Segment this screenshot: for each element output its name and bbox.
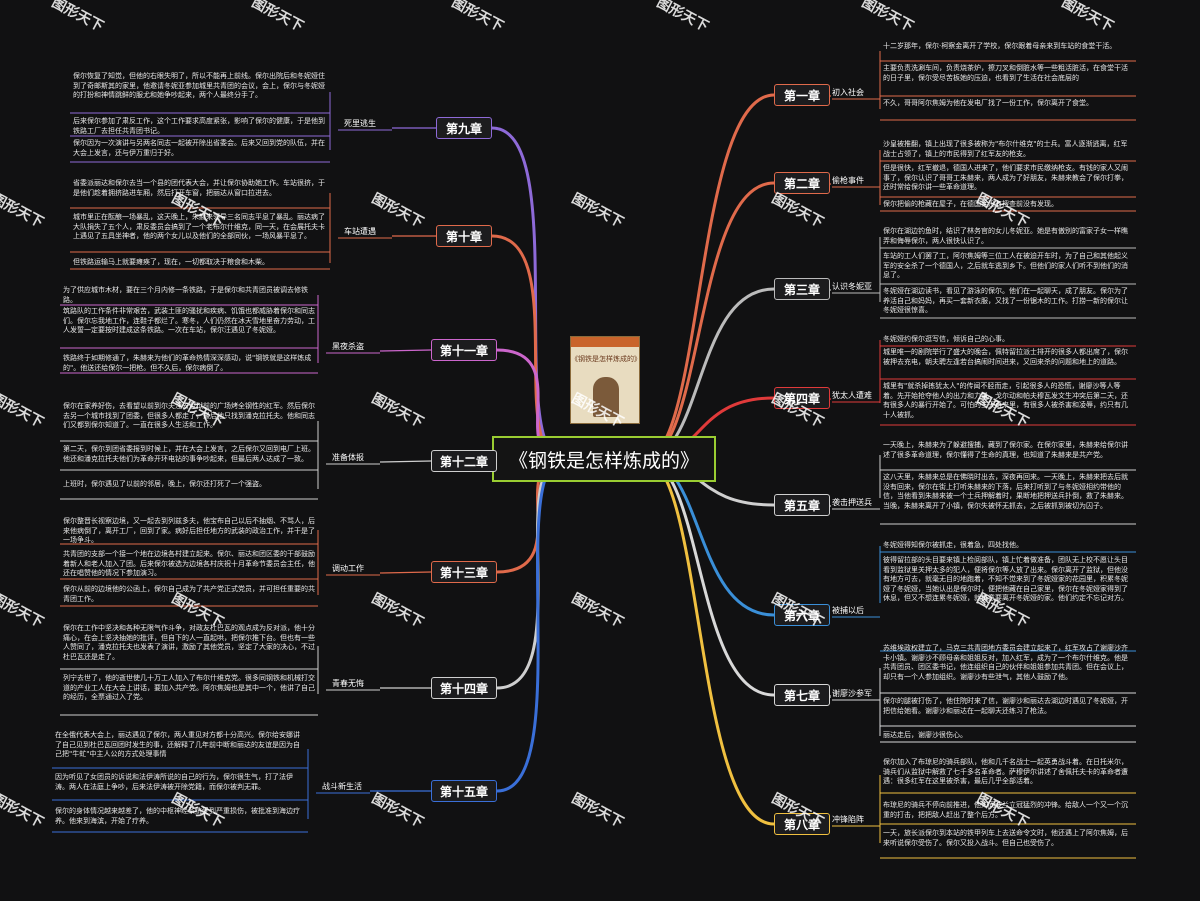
chapter-node[interactable]: 第五章 (774, 494, 830, 516)
chapter-topic[interactable]: 准备体报 (332, 453, 364, 462)
leaf-note[interactable]: 保尔加入了布琼尼的骑兵部队，他和几千名战士一起英勇战斗着。在日托米尔，骑兵们从监… (883, 758, 1128, 785)
chapter-node[interactable]: 第三章 (774, 278, 830, 300)
chapter-node[interactable]: 第八章 (774, 813, 830, 835)
chapter-topic[interactable]: 车站遭遇 (344, 227, 376, 236)
leaf-note[interactable]: 城市里正在酝酿一场暴乱，这天晚上，朱赫来领导三名同志平息了暴乱。丽达病了大队捐失… (73, 213, 325, 240)
cover-band (571, 337, 639, 347)
chapter-node[interactable]: 第二章 (774, 172, 830, 194)
chapter-node[interactable]: 第一章 (774, 84, 830, 106)
leaf-note[interactable]: 保尔从前的边境他的公函上，保尔自己成为了共产党正式党员，并可担任重要的共青团工作… (63, 585, 315, 603)
leaf-note[interactable]: 但是很快，红军撤退，德国人进来了，他们要求市民缴纳枪支。有钱的家人又闹事了，保尔… (883, 164, 1128, 191)
branch-line-c1 (642, 93, 776, 461)
chapter-topic[interactable]: 偷枪事件 (832, 176, 864, 185)
leaf-note[interactable]: 主要负责洗涮车间，负责烧茶炉，擦刀叉和倒脏水等一些粗活脏活，在食堂干活的日子里，… (883, 64, 1128, 82)
cover-figure-icon (593, 377, 619, 417)
branch-line-c8 (642, 457, 776, 826)
leaf-note[interactable]: 彼得留拉部的头目要来镇上检阅部队，镇上忙着做准备，团队无上校不愿让头目看到监狱里… (883, 556, 1128, 602)
branch-line-c14 (495, 457, 566, 690)
branch-line-c10 (490, 234, 566, 461)
leaf-note[interactable]: 十二岁那年，保尔·柯察金离开了学校，保尔跟着母亲来到车站的食堂干活。 (883, 42, 1117, 50)
leaf-note[interactable]: 铁路终于如期修通了，朱赫来为他们的革命热情深深感动，说"钢铁就是这样炼成的"。他… (63, 354, 312, 372)
leaf-note[interactable]: 保尔在湖边钓鱼时，结识了林务官的女儿冬妮亚。她是有傲别的富家子女一样瞧弄和侮辱保… (883, 227, 1128, 245)
chapter-node[interactable]: 第十一章 (431, 339, 497, 361)
leaf-note[interactable]: 上班时，保尔遇见了以前的邻居，晚上，保尔还打死了一个强盗。 (63, 480, 266, 488)
chapter-node[interactable]: 第十五章 (431, 780, 497, 802)
chapter-topic[interactable]: 初入社会 (832, 88, 864, 97)
chapter-topic[interactable]: 战斗新生活 (322, 782, 362, 791)
chapter-node[interactable]: 第十三章 (431, 561, 497, 583)
leaf-note[interactable]: 保尔的身体情况越来越差了，他的中枢神经系统受到严重损伤，被批准到海边疗养。他来到… (55, 807, 300, 825)
leaf-note[interactable]: 这八天里，朱赫来总是在佛晓时出去，深夜再回来。一天晚上，朱赫来把去后就没有回来，… (883, 473, 1128, 510)
chapter-node[interactable]: 第十二章 (431, 450, 497, 472)
leaf-note[interactable]: 不久，哥哥阿尔焦姆为他在发电厂找了一份工作，保尔离开了食堂。 (883, 99, 1093, 107)
leaf-note[interactable]: 列宁去世了，他的逝世使几十万工人加入了布尔什维克党。很多同钢铁和机械打交道的产业… (63, 674, 315, 701)
chapter-topic[interactable]: 犹太人遭难 (832, 391, 872, 400)
leaf-note[interactable]: 保尔把偷的枪藏在屋子，在德国兵没有搜查前没有发现。 (883, 200, 1058, 208)
chapter-node[interactable]: 第六章 (774, 604, 830, 626)
leaf-note[interactable]: 保尔恢复了知觉，但他的右眼失明了，所以不能再上前线。保尔出院后和冬妮娅住到了奇邮… (73, 72, 325, 99)
chapter-node[interactable]: 第十章 (436, 225, 492, 247)
chapter-topic[interactable]: 调动工作 (332, 564, 364, 573)
chapter-node[interactable]: 第七章 (774, 684, 830, 706)
chapter-node[interactable]: 第四章 (774, 387, 830, 409)
chapter-topic[interactable]: 青春无悔 (332, 679, 364, 688)
branch-line-c15 (495, 457, 566, 793)
leaf-note[interactable]: 保尔整晋长视察边境，又一起去到列兹多夫，他宝布自己以后不抽烟、不骂人，后来他病倒… (63, 517, 315, 544)
chapter-topic[interactable]: 死里逃生 (344, 119, 376, 128)
leaf-note[interactable]: 沙皇被推翻，镇上出现了很多被称为"布尔什维克"的士兵。富人逐渐逃离，红军战士占领… (883, 140, 1128, 158)
chapter-topic[interactable]: 被捕以后 (832, 606, 864, 615)
chapter-topic[interactable]: 谢廖沙参军 (832, 689, 872, 698)
branch-line-c2 (642, 181, 776, 461)
leaf-note[interactable]: 筑路队的工作条件非常艰苦，武装土匪的骚扰和疾病、饥饿也都威胁着保尔和同志们。保尔… (63, 307, 315, 334)
leaf-note[interactable]: 为了供应城市木材，要在三个月内修一条铁路，于是保尔和共青团员被调去修铁路。 (63, 286, 308, 304)
leaf-note[interactable]: 冬妮娅在湖边读书，看见了游泳的保尔。他们在一起聊天，成了朋友。保尔为了养活自己和… (883, 287, 1128, 314)
leaf-note[interactable]: 省委派丽达和保尔去当一个县的团代表大会，并让保尔协助她工作。车站很挤，于是他们趁… (73, 179, 325, 197)
leaf-note[interactable]: 在全俄代表大会上，丽达遇见了保尔，两人重见对方都十分高兴。保尔给安娜讲了自己见到… (55, 731, 300, 758)
leaf-note[interactable]: 一天晚上，朱赫来为了躲避搜捕，藏到了保尔家。在保尔家里，朱赫来给保尔讲述了很多革… (883, 441, 1128, 459)
branch-line-c6 (642, 457, 776, 617)
leaf-note[interactable]: 冬妮娅约保尔逛写信，倾诉自己的心事。 (883, 335, 1009, 343)
chapter-node[interactable]: 第九章 (436, 117, 492, 139)
leaf-note[interactable]: 后来保尔参加了肃反工作，这个工作要求高度紧张，影响了保尔的健康，于是他到铁路工厂… (73, 117, 325, 135)
topic-line-c12 (379, 460, 432, 463)
leaf-note[interactable]: 因为听见了女团员的诉说和法伊涛所说的自己的行为，保尔很生气，打了法伊涛。两人在法… (55, 773, 293, 791)
branch-line-c7 (642, 457, 776, 697)
leaf-note[interactable]: 保尔在工作中坚决和各种无限气作斗争，对政友杜巴瓦的观点成为反对派，他十分痛心，在… (63, 624, 315, 661)
chapter-node[interactable]: 第十四章 (431, 677, 497, 699)
chapter-topic[interactable]: 冲锋陷阵 (832, 815, 864, 824)
leaf-note[interactable]: 丽达走后，谢廖沙很伤心。 (883, 731, 967, 739)
leaf-note[interactable]: 第二天，保尔到团省委报到时候上，并在大会上发言，之后保尔又回到电厂上班。他还和潘… (63, 445, 315, 463)
cover-title: 《钢铁是怎样炼成的》 (571, 355, 640, 363)
leaf-note[interactable]: 保尔在家养好伤，去看望以前到尔夫涅去监狱前的广场烤全钢性的红军。然后保尔去另一个… (63, 402, 315, 429)
leaf-note[interactable]: 冬妮娅得知保尔被抓走，很着急，四处找他。 (883, 541, 1023, 549)
chapter-topic[interactable]: 袭击押送兵 (832, 498, 872, 507)
leaf-note[interactable]: 但铁路运输马上就要瘫痪了，现在，一切都取决于粮食和木柴。 (73, 258, 269, 266)
leaf-note[interactable]: 保尔因为一次演讲与另两名同志一起被开除出省委会。后来又回到党的队伍，并在大会上发… (73, 139, 325, 157)
leaf-note[interactable]: 车站的工人们罢了工，阿尔焦姆等三位工人在被迫开车时，为了自己和其他起义军的安全杀… (883, 252, 1128, 279)
leaf-note[interactable]: 城里有"就杀掉拣犹太人"的传闻不胫而走，引起很多人的恐慌，谢廖沙等人等着。先开始… (883, 382, 1128, 419)
leaf-note[interactable]: 布琼尼的骑兵不停向前推进，他如同波兰立冠猛烈的冲锋。给敌人一个又一个沉重的打击，… (883, 801, 1128, 819)
chapter-topic[interactable]: 黑夜杀盗 (332, 342, 364, 351)
leaf-note[interactable]: 苏维埃政权建立了，马克三共青团地方委员会建立起来了，红军攻占了谢廖沙齐卡小镇。谢… (883, 644, 1128, 681)
chapter-topic[interactable]: 认识冬妮亚 (832, 282, 872, 291)
leaf-note[interactable]: 一天，旅长派保尔到本站的铁甲列车上去送命令文时，他还遇上了阿尔焦姆，后来听说保尔… (883, 829, 1128, 847)
leaf-note[interactable]: 城里唯一的剧院举行了盛大的晚会，佩特留拉派士排开的很多人都出席了，保尔被押去充电… (883, 348, 1128, 366)
leaf-note[interactable]: 保尔的腿被打伤了，他住院时来了信，谢廖沙和丽达去湖边时遇见了冬妮娅，开把信给她看… (883, 697, 1128, 715)
branch-line-c9 (490, 126, 566, 461)
book-cover-image: 《钢铁是怎样炼成的》 (570, 336, 640, 424)
topic-line-c13 (379, 571, 432, 574)
central-topic[interactable]: 《钢铁是怎样炼成的》 (492, 436, 716, 482)
leaf-note[interactable]: 共青团的支部一个接一个地在边境各村建立起来。保尔、丽达和团区委的干部鼓励着新人和… (63, 550, 315, 577)
topic-line-c11 (379, 349, 432, 352)
branch-line-c3 (642, 287, 776, 461)
